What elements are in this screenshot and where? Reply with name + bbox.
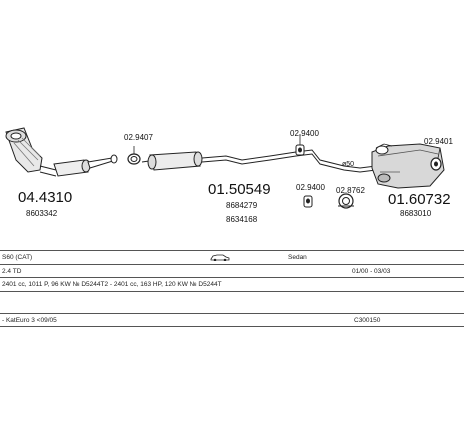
table-row: 2.4 TD 01/00 - 03/03 bbox=[0, 264, 464, 277]
rear-silencer[interactable] bbox=[371, 143, 445, 189]
car-icon bbox=[210, 253, 230, 263]
table-divider bbox=[0, 326, 464, 328]
exhaust-diagram: 04.4310 8603342 02.9407 01.50549 8684279… bbox=[5, 127, 453, 224]
hanger-icon[interactable] bbox=[303, 195, 313, 208]
body-type-cell: Sedan bbox=[288, 254, 307, 261]
small-part-b: 02.9400 bbox=[290, 129, 319, 138]
vehicle-application-table: S60 (CAT) Sedan 2.4 TD 01/00 - 03/03 240… bbox=[0, 250, 464, 441]
model-cell: S60 (CAT) bbox=[2, 254, 33, 261]
engine-cell: 2.4 TD bbox=[2, 268, 22, 275]
small-part-d: 02.8762 bbox=[336, 186, 365, 195]
oem-code-2b: 8634168 bbox=[226, 215, 258, 224]
table-row bbox=[0, 291, 464, 314]
catalytic-converter[interactable] bbox=[5, 127, 43, 173]
hanger-icon[interactable] bbox=[295, 134, 305, 156]
table-row: - KatEuro 3 <09/05 C300150 bbox=[0, 313, 464, 326]
oem-code-3: 8683010 bbox=[400, 209, 432, 218]
part-code-1: 04.4310 bbox=[18, 189, 72, 206]
date-range-cell: 01/00 - 03/03 bbox=[352, 268, 391, 275]
oem-code-1: 8603342 bbox=[26, 209, 58, 218]
emission-cell: - KatEuro 3 <09/05 bbox=[2, 317, 57, 324]
hanger-icon[interactable] bbox=[430, 147, 442, 171]
small-part-a: 02.9407 bbox=[124, 133, 153, 142]
front-pipe[interactable] bbox=[39, 154, 118, 177]
middle-silencer[interactable] bbox=[141, 149, 377, 173]
part-code-2: 01.50549 bbox=[208, 181, 271, 198]
oem-code-2: 8684279 bbox=[226, 201, 258, 210]
gasket-icon[interactable] bbox=[127, 146, 141, 165]
part-code-3: 01.60732 bbox=[388, 191, 451, 208]
engine-spec-cell: 2401 cc, 1011 P, 96 KW № D5244T2 - 2401 … bbox=[2, 281, 222, 288]
pipe-diameter: ø50 bbox=[342, 161, 354, 168]
small-part-c: 02.9400 bbox=[296, 183, 325, 192]
kit-code-cell: C300150 bbox=[354, 317, 381, 324]
clamp-icon[interactable] bbox=[338, 193, 354, 209]
table-row: S60 (CAT) Sedan bbox=[0, 250, 464, 264]
small-part-e: 02.9401 bbox=[424, 137, 453, 146]
table-row: 2401 cc, 1011 P, 96 KW № D5244T2 - 2401 … bbox=[0, 277, 464, 291]
